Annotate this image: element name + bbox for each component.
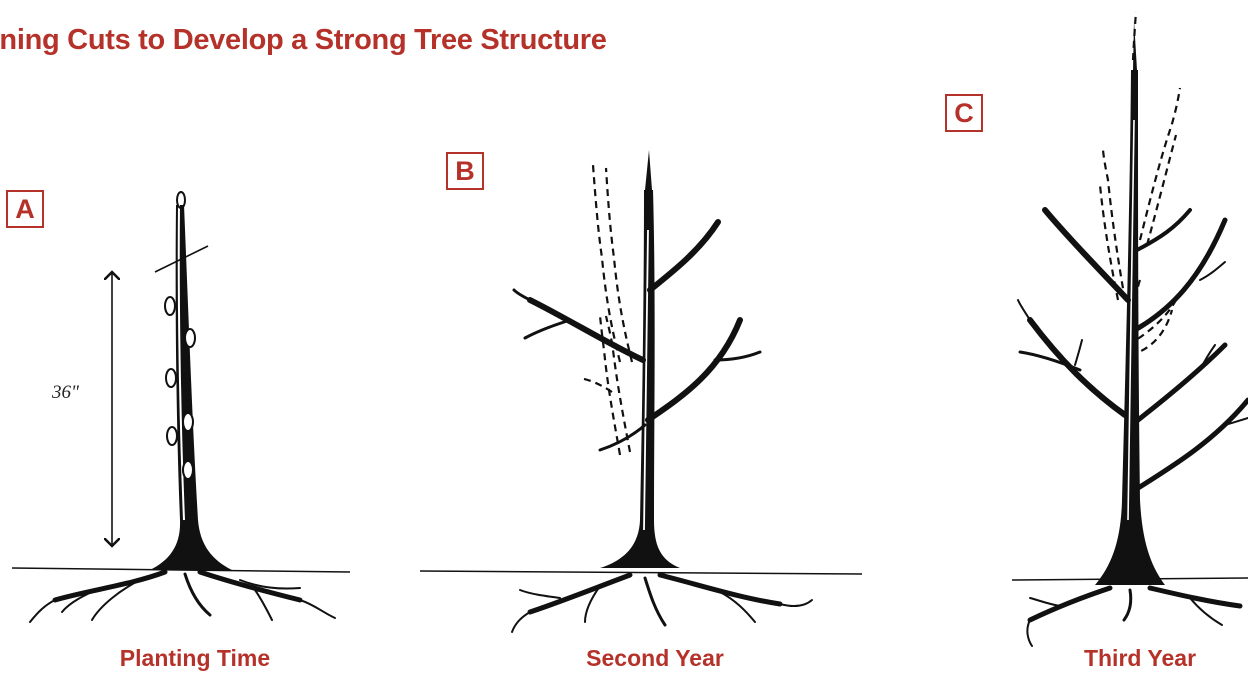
trunk-c (1095, 70, 1165, 585)
tree-b-second-year (420, 150, 862, 632)
trunk-a (150, 205, 232, 570)
roots-b (512, 575, 812, 632)
pruned-growth-b (580, 165, 632, 455)
branches-b (514, 222, 760, 450)
roots-a (30, 572, 335, 622)
trunk-b (600, 190, 680, 568)
roots-c (1027, 588, 1240, 646)
tree-a-planting (12, 192, 350, 622)
tree-c-third-year (1012, 12, 1248, 646)
ground-line-b (420, 571, 862, 574)
